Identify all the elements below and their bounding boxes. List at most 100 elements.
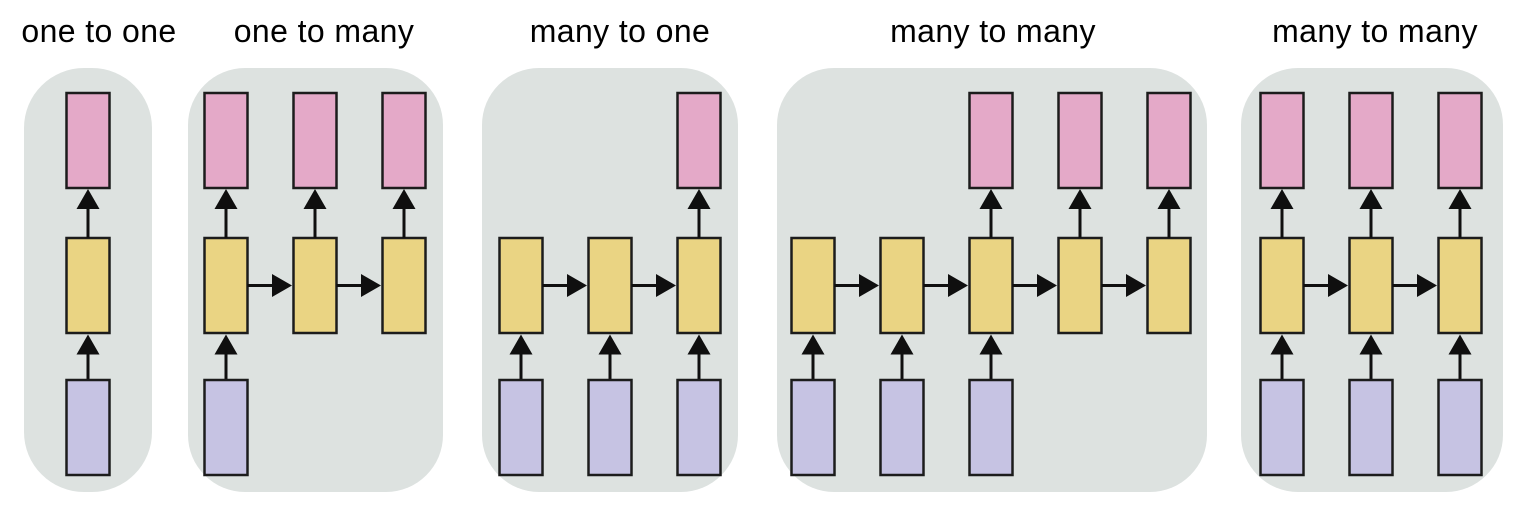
panel-one-to-one-col1-hidden-to-output-arrow — [76, 189, 100, 238]
panel-one-to-one-col1-hidden-to-output-arrow-head — [76, 189, 100, 209]
panel-one-to-one — [24, 68, 152, 492]
panel-one-to-many-col1-hidden-to-output-arrow-head — [214, 189, 238, 209]
panel-many-to-one-col2-hidden-state-box — [587, 236, 633, 335]
panel-one-to-many-col3-recurrent-arrow — [336, 274, 381, 297]
panel-many-to-many-encoder-decoder — [777, 68, 1207, 492]
panel-many-to-many-synced-col2-hidden-state-box — [1348, 236, 1394, 335]
panel-many-to-one-col3-input-to-hidden-arrow-head — [687, 334, 711, 355]
panel-many-to-many-encoder-decoder-col1-input-to-hidden-arrow-head — [801, 334, 825, 355]
panel-many-to-many-synced-col2-recurrent-arrow — [1303, 274, 1348, 297]
panel-many-to-many-synced-col3-input-to-hidden-arrow — [1448, 334, 1472, 380]
panel-many-to-many-synced-col3-hidden-to-output-arrow — [1448, 189, 1472, 238]
panel-many-to-many-encoder-decoder-col4-hidden-to-output-arrow-head — [1068, 189, 1092, 209]
panel-many-to-many-synced-col2-hidden-to-output-arrow-head — [1359, 189, 1383, 209]
panel-many-to-many-encoder-decoder-col5-hidden-to-output-arrow-head — [1157, 189, 1181, 209]
panel-many-to-many-synced-col3-input-box — [1437, 378, 1483, 477]
panel-many-to-many-synced-col2-input-to-hidden-arrow-head — [1359, 334, 1383, 355]
panel-many-to-many-encoder-decoder-col1-input-to-hidden-arrow — [801, 334, 825, 380]
panel-many-to-many-encoder-decoder-col4-recurrent-arrow-head — [1037, 274, 1057, 297]
panel-many-to-many-synced-col2-hidden-to-output-arrow — [1359, 189, 1383, 238]
panel-one-to-many-col1-input-to-hidden-arrow-head — [214, 334, 238, 355]
panel-many-to-many-encoder-decoder-col1-hidden-state-box — [790, 236, 836, 335]
panel-many-to-one-col2-input-to-hidden-arrow-head — [598, 334, 622, 355]
panel-one-to-many-col3-output-box — [381, 91, 427, 190]
panel-one-to-many-col2-hidden-state-box — [292, 236, 338, 335]
panel-title-many-to-one: many to one — [529, 13, 711, 49]
panel-many-to-many-synced-col1-hidden-state-box — [1259, 236, 1305, 335]
panel-many-to-many-encoder-decoder-col4-hidden-to-output-arrow — [1068, 189, 1092, 238]
panel-many-to-many-synced-col1-hidden-to-output-arrow — [1270, 189, 1294, 238]
panel-many-to-many-synced — [1241, 68, 1503, 492]
panel-many-to-many-synced-col2-input-box — [1348, 378, 1394, 477]
panel-one-to-one-col1-input-to-hidden-arrow — [76, 334, 100, 380]
panel-many-to-one-col3-hidden-state-box — [676, 236, 722, 335]
panel-many-to-one-col2-input-box — [587, 378, 633, 477]
panel-many-to-one-col2-recurrent-arrow-head — [567, 274, 587, 297]
panel-many-to-many-synced-col2-input-to-hidden-arrow — [1359, 334, 1383, 380]
panel-many-to-many-encoder-decoder-col3-recurrent-arrow — [923, 274, 968, 297]
panel-many-to-many-synced-col3-recurrent-arrow-head — [1417, 274, 1437, 297]
panel-one-to-many-col2-hidden-to-output-arrow-head — [303, 189, 327, 209]
panel-one-to-many-col1-output-box — [203, 91, 249, 190]
panel-many-to-many-encoder-decoder-col2-recurrent-arrow — [834, 274, 879, 297]
panel-many-to-many-encoder-decoder-col5-output-box — [1146, 91, 1192, 190]
panel-many-to-many-synced-col3-output-box — [1437, 91, 1483, 190]
panel-many-to-many-synced-col2-recurrent-arrow-head — [1328, 274, 1348, 297]
panel-many-to-many-encoder-decoder-col4-output-box — [1057, 91, 1103, 190]
panel-many-to-one-col3-recurrent-arrow — [631, 274, 676, 297]
panel-many-to-one-col1-hidden-state-box — [498, 236, 544, 335]
panel-many-to-many-encoder-decoder-col2-input-to-hidden-arrow-head — [890, 334, 914, 355]
panel-many-to-one-col2-input-to-hidden-arrow — [598, 334, 622, 380]
panel-many-to-many-encoder-decoder-col4-hidden-state-box — [1057, 236, 1103, 335]
panel-many-to-many-synced-col2-output-box — [1348, 91, 1394, 190]
panel-many-to-many-encoder-decoder-col2-input-box — [879, 378, 925, 477]
panel-one-to-one-col1-input-to-hidden-arrow-head — [76, 334, 100, 355]
panel-one-to-many-col1-hidden-state-box — [203, 236, 249, 335]
panel-one-to-many-col2-output-box — [292, 91, 338, 190]
panel-many-to-many-synced-col3-recurrent-arrow — [1392, 274, 1437, 297]
panel-one-to-many-col2-hidden-to-output-arrow — [303, 189, 327, 238]
panel-many-to-one-col3-hidden-to-output-arrow — [687, 189, 711, 238]
panel-one-to-one-col1-output-box — [65, 91, 111, 190]
panel-one-to-many-col1-input-to-hidden-arrow — [214, 334, 238, 380]
panel-one-to-one-col1-input-box — [65, 378, 111, 477]
panel-one-to-many — [188, 68, 443, 492]
panel-title-one-to-one: one to one — [21, 13, 177, 49]
panel-many-to-many-encoder-decoder-col3-input-to-hidden-arrow-head — [979, 334, 1003, 355]
panel-many-to-many-encoder-decoder-col2-input-to-hidden-arrow — [890, 334, 914, 380]
panel-one-to-many-col1-input-box — [203, 378, 249, 477]
panel-many-to-one — [482, 68, 738, 492]
panel-many-to-many-encoder-decoder-col1-input-box — [790, 378, 836, 477]
panel-many-to-many-synced-col1-output-box — [1259, 91, 1305, 190]
panel-many-to-many-synced-col1-input-box — [1259, 378, 1305, 477]
panel-many-to-many-encoder-decoder-col3-input-to-hidden-arrow — [979, 334, 1003, 380]
panel-many-to-many-encoder-decoder-col3-input-box — [968, 378, 1014, 477]
panel-many-to-one-col2-recurrent-arrow — [542, 274, 587, 297]
panel-many-to-many-synced-col3-input-to-hidden-arrow-head — [1448, 334, 1472, 355]
panel-one-to-many-col1-hidden-to-output-arrow — [214, 189, 238, 238]
panel-many-to-many-encoder-decoder-col4-recurrent-arrow — [1012, 274, 1057, 297]
panel-many-to-many-synced-col1-input-to-hidden-arrow-head — [1270, 334, 1294, 355]
panel-many-to-many-encoder-decoder-col3-hidden-state-box — [968, 236, 1014, 335]
panel-one-to-many-col2-recurrent-arrow — [247, 274, 292, 297]
panel-many-to-many-encoder-decoder-col5-hidden-to-output-arrow — [1157, 189, 1181, 238]
panel-title-many-to-many-encoder-decoder: many to many — [890, 13, 1096, 49]
panel-many-to-many-synced-col3-hidden-state-box — [1437, 236, 1483, 335]
panel-title-one-to-many: one to many — [233, 13, 415, 49]
panel-one-to-many-col3-recurrent-arrow-head — [361, 274, 381, 297]
panel-many-to-many-synced-col1-hidden-to-output-arrow-head — [1270, 189, 1294, 209]
panel-many-to-many-encoder-decoder-col5-recurrent-arrow — [1101, 274, 1146, 297]
panel-title-many-to-many-synced: many to many — [1272, 13, 1478, 49]
panel-many-to-many-synced-col1-input-to-hidden-arrow — [1270, 334, 1294, 380]
panel-one-to-many-col2-recurrent-arrow-head — [272, 274, 292, 297]
panel-many-to-one-col3-recurrent-arrow-head — [656, 274, 676, 297]
panel-many-to-many-encoder-decoder-col5-recurrent-arrow-head — [1126, 274, 1146, 297]
panel-many-to-one-col1-input-box — [498, 378, 544, 477]
panel-one-to-many-col3-hidden-to-output-arrow-head — [392, 189, 416, 209]
panel-many-to-many-encoder-decoder-col2-hidden-state-box — [879, 236, 925, 335]
panel-many-to-many-synced-col3-hidden-to-output-arrow-head — [1448, 189, 1472, 209]
panel-many-to-many-encoder-decoder-col3-recurrent-arrow-head — [948, 274, 968, 297]
panel-one-to-many-col3-hidden-state-box — [381, 236, 427, 335]
